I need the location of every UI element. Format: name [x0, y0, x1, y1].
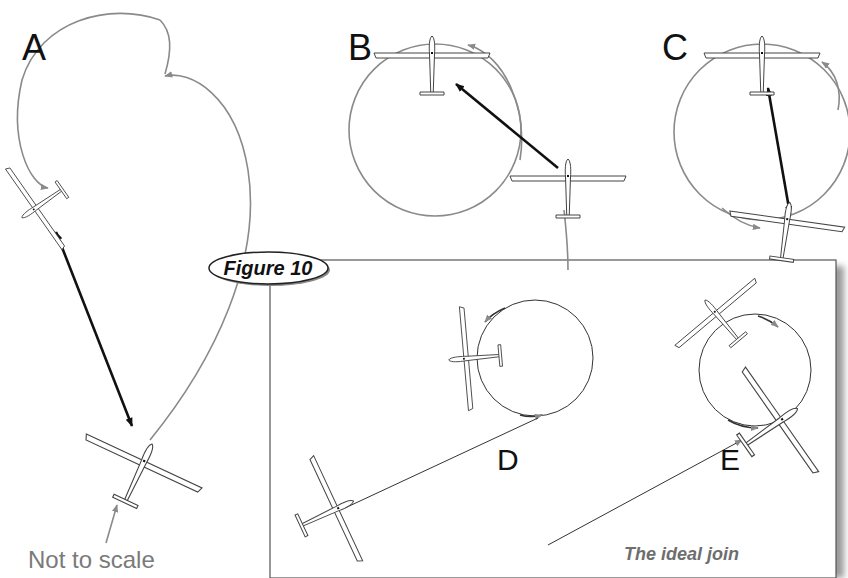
panel-letter: D — [497, 445, 519, 475]
glider — [704, 36, 820, 95]
glider-symbols — [0, 36, 847, 578]
glider — [665, 267, 779, 375]
caption-note: The ideal join — [624, 545, 739, 563]
figure-badge: Figure 10 — [206, 249, 331, 287]
panel-box — [270, 260, 836, 578]
glider — [510, 159, 626, 218]
glider — [708, 356, 834, 498]
panel-letter: B — [348, 30, 372, 66]
panel-letter: C — [662, 30, 688, 66]
figure-title: Figure 10 — [224, 258, 313, 278]
scale-note: Not to scale — [28, 548, 155, 572]
glider — [276, 448, 378, 578]
panel-letter: A — [22, 30, 46, 66]
glider — [67, 417, 210, 530]
glider — [724, 194, 847, 269]
flight-path — [18, 13, 848, 545]
panel-letter: E — [720, 445, 740, 475]
glider — [374, 36, 490, 95]
glider — [0, 149, 91, 259]
separation-arrow — [56, 84, 790, 426]
glider — [444, 303, 506, 412]
